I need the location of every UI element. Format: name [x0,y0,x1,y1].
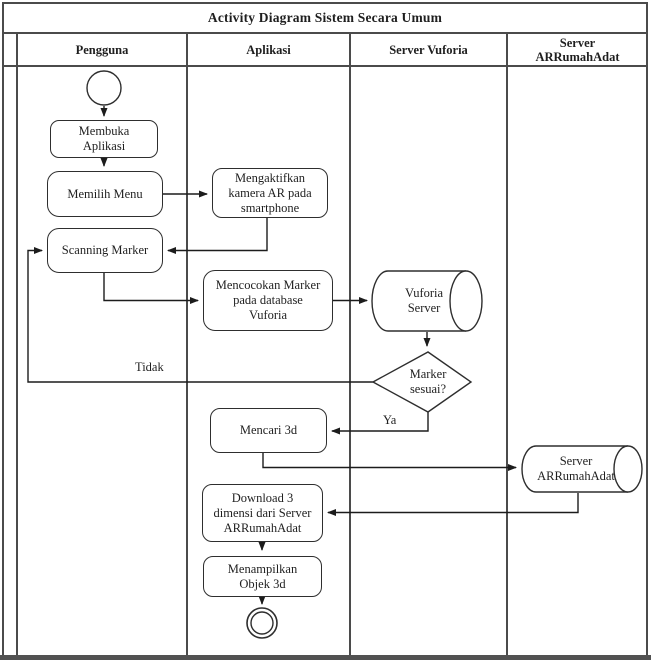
lane-divider-2 [349,32,351,655]
arr-server-label: Server ARRumahAdat [537,454,615,483]
activity-membuka-aplikasi: Membuka Aplikasi [50,120,158,158]
activity-mencocokan-marker: Mencocokan Marker pada database Vuforia [203,270,333,331]
lane-header-server-arrumahadat: Server ARRumahAdat [535,35,620,64]
lane-divider-1 [186,32,188,655]
activity-mencari-3d: Mencari 3d [210,408,327,453]
activity-download-3-dimensi: Download 3 dimensi dari Server ARRumahAd… [202,484,323,542]
activity-scanning-marker: Scanning Marker [47,228,163,273]
header-divider-line [2,65,648,67]
guard-label-ya: Ya [383,413,397,427]
diagram-bottom-border [0,655,651,660]
activity-menampilkan-objek-3d: Menampilkan Objek 3d [203,556,322,597]
diagram-title: Activity Diagram Sistem Secara Umum [207,10,443,25]
activity-memilih-menu: Memilih Menu [47,171,163,217]
guard-label-tidak: Tidak [135,360,164,374]
lane-header-aplikasi: Aplikasi [246,42,291,57]
title-divider-line [2,32,648,34]
lane-header-server-vuforia: Server Vuforia [389,42,468,57]
activity-mengaktifkan-kamera: Mengaktifkan kamera AR pada smartphone [212,168,328,218]
left-strip-divider [16,32,18,655]
vuforia-server-label: Vuforia Server [404,286,444,315]
lane-divider-3 [506,32,508,655]
lane-header-pengguna: Pengguna [75,42,129,57]
decision-label: Marker sesuai? [409,366,447,396]
